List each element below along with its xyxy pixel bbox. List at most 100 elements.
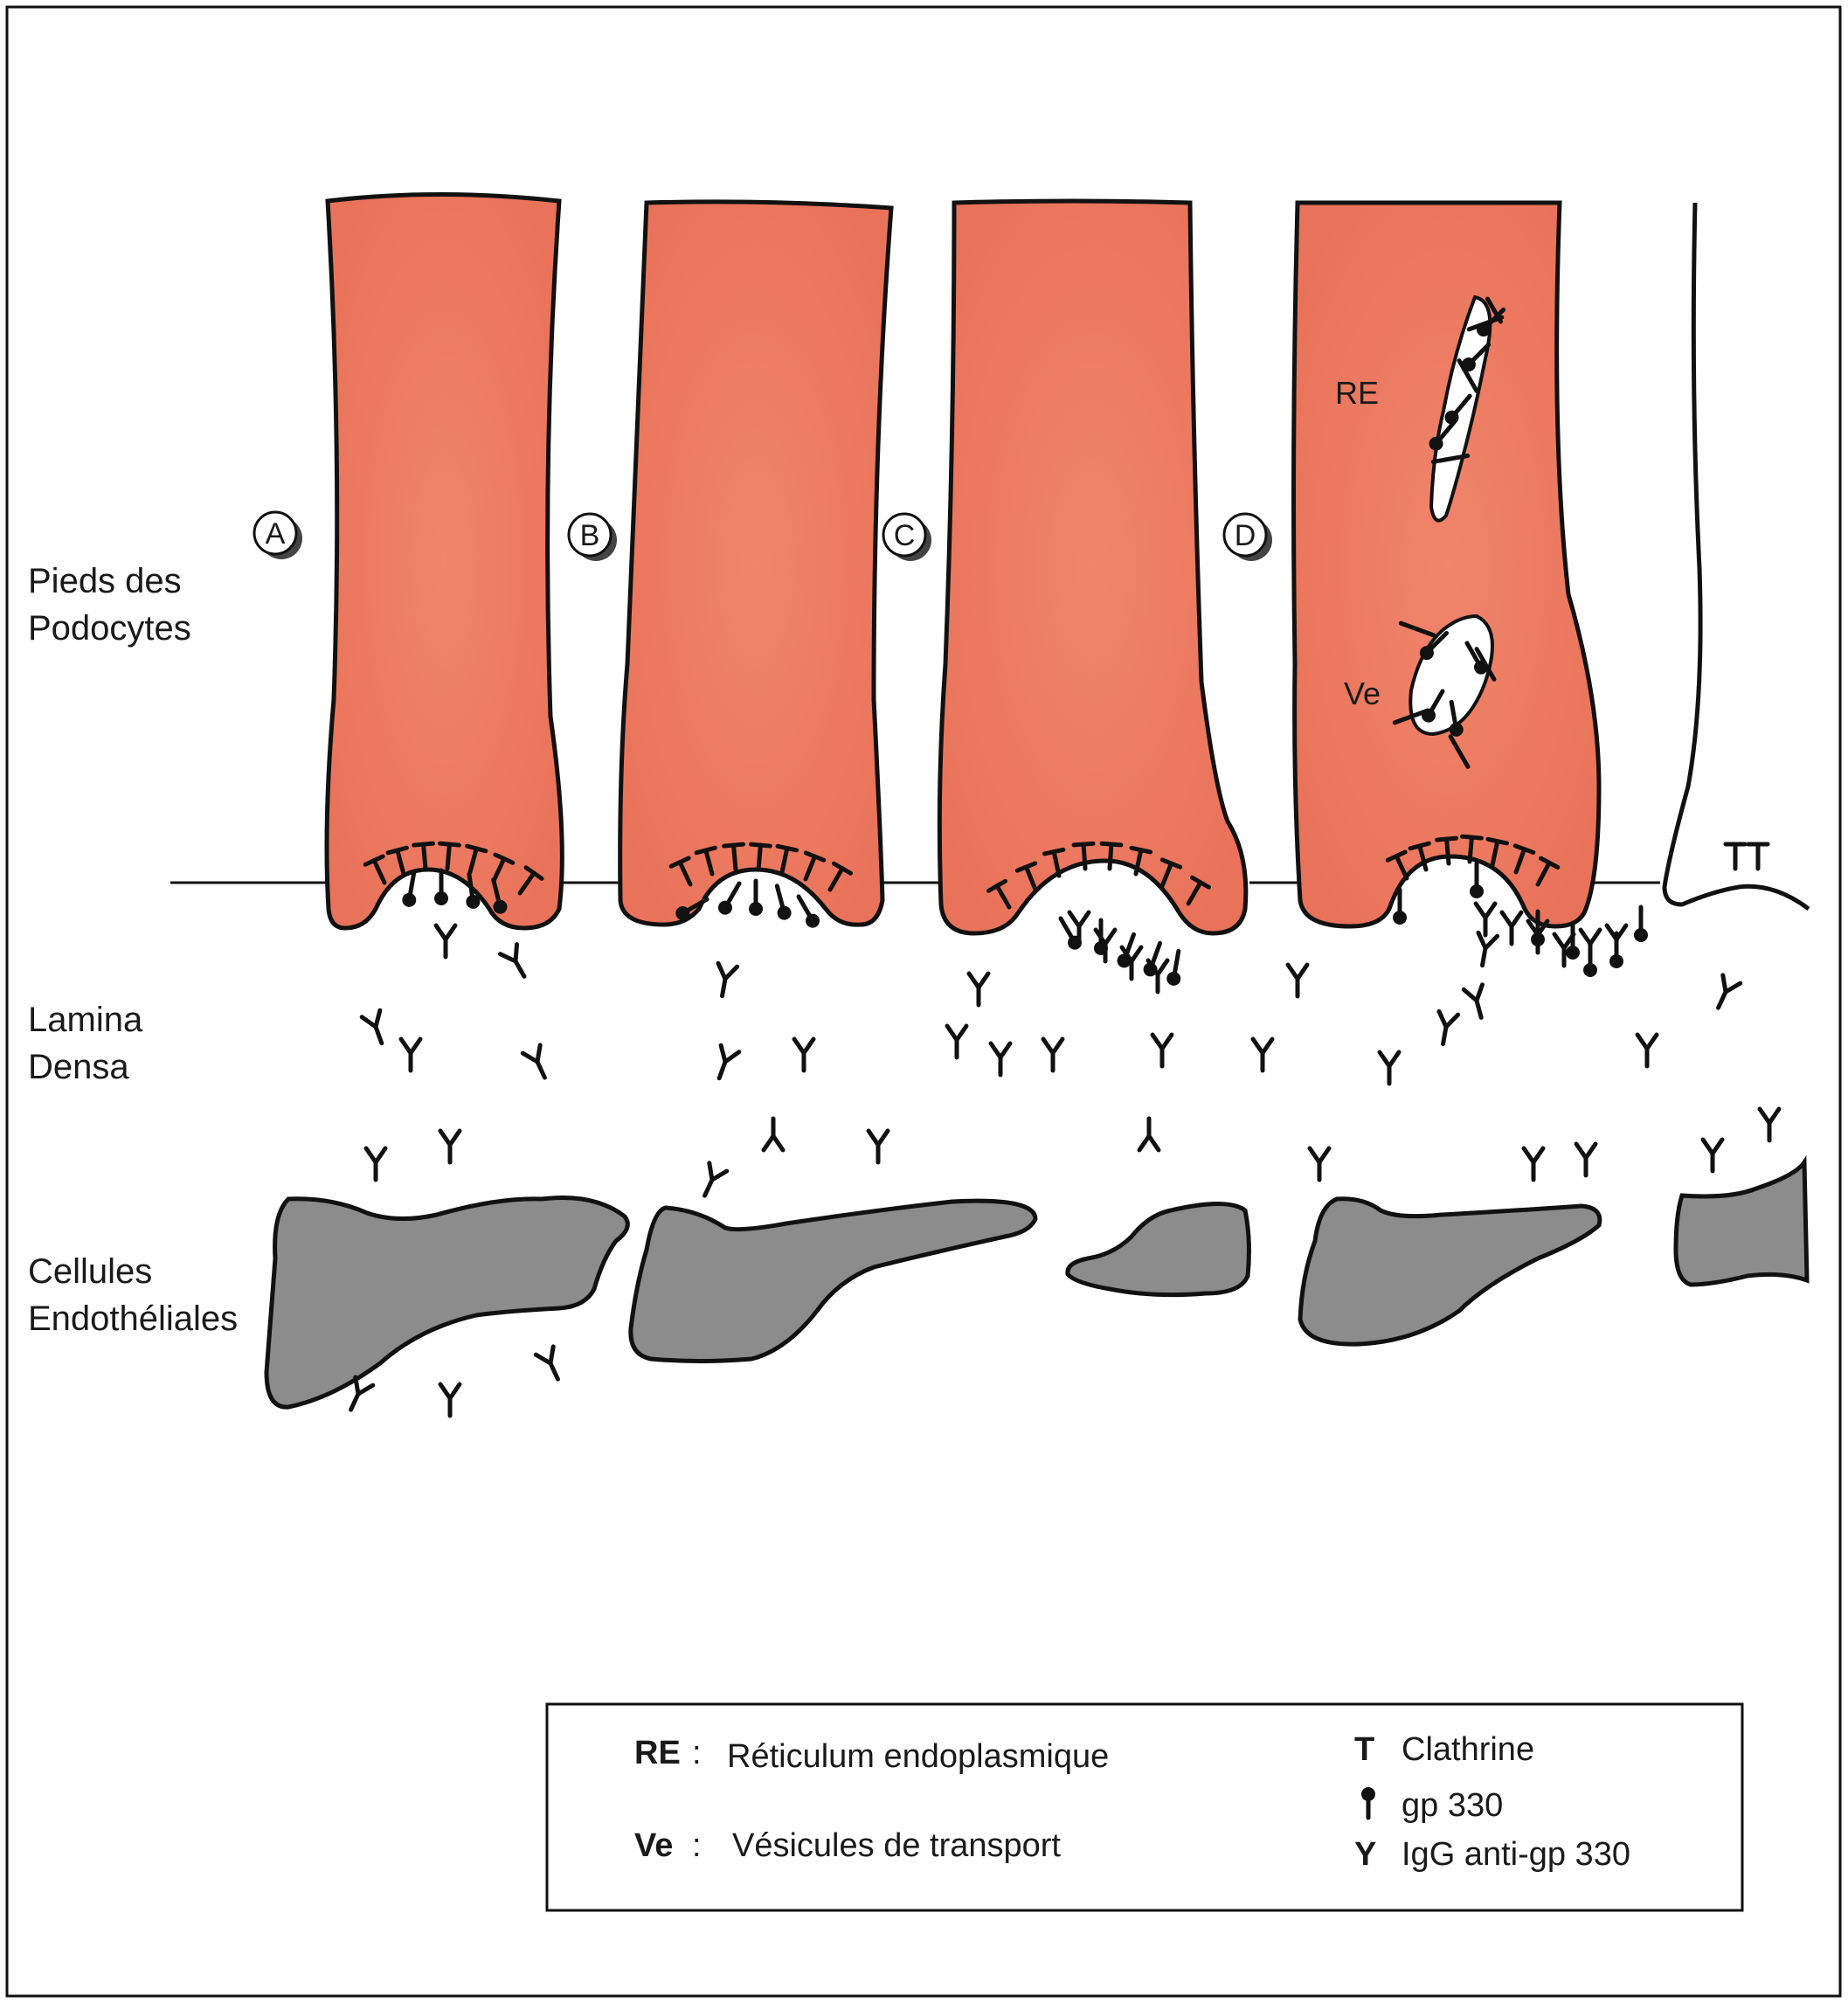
- podocyte-group: [324, 192, 1810, 936]
- clathrin-mark: [1408, 841, 1431, 872]
- gp330-mark: [434, 868, 448, 905]
- panel-letter-c: C: [894, 519, 916, 552]
- gp330-mark: [796, 894, 820, 928]
- endothelial-group: [264, 1155, 1810, 1410]
- igg-mark: [438, 1382, 462, 1418]
- membrane-tick: [1466, 315, 1505, 332]
- igg-mark: [988, 1041, 1013, 1078]
- panel-letter-b: B: [580, 519, 600, 552]
- igg-mark: [966, 971, 991, 1008]
- clathrin-mark: [1459, 834, 1484, 864]
- gp330-mark: [675, 897, 709, 920]
- igg-mark: [1307, 1146, 1332, 1182]
- gp330-mark: [749, 878, 763, 916]
- clathrin-mark: [465, 843, 488, 875]
- igg-mark: [1145, 958, 1170, 995]
- igg-mark: [1473, 901, 1498, 938]
- clathrin-mark: [722, 842, 746, 872]
- legend-ve-text: Vésicules de transport: [732, 1827, 1061, 1864]
- gp330-mark: [1166, 948, 1181, 986]
- legend-gp330-symbol: [1361, 1787, 1375, 1820]
- igg-mark: [398, 1036, 423, 1073]
- gp330-mark: [1634, 904, 1648, 942]
- clathrin-mark: [803, 850, 827, 882]
- label-ve: Ve: [1344, 676, 1381, 711]
- label-lamina-line1: Lamina: [28, 1001, 143, 1039]
- igg-mark: [1436, 1008, 1461, 1047]
- gp330-mark: [1470, 861, 1484, 898]
- clathrin-mark: [1129, 845, 1153, 877]
- clathrin-mark: [668, 856, 693, 887]
- igg-mark: [1285, 962, 1310, 999]
- membrane-tick: [1474, 647, 1497, 682]
- panel-label-a: A: [253, 510, 302, 559]
- clathrin-mark: [1435, 835, 1459, 866]
- igg-mark: [1041, 1036, 1065, 1073]
- igg-mark: [1093, 927, 1118, 964]
- igg-mark: [703, 1161, 730, 1198]
- igg-mark: [1476, 930, 1500, 968]
- label-endothelial-line2: Endothéliales: [28, 1300, 238, 1338]
- podocyte-foot-partial: [1662, 202, 1810, 911]
- gp330-mark: [774, 884, 792, 920]
- membrane-tick: [1392, 708, 1430, 725]
- clathrin-mark: [412, 841, 436, 871]
- clathrin-mark: [1042, 847, 1066, 878]
- igg-mark: [1604, 923, 1629, 960]
- legend-re-sep: :: [692, 1735, 702, 1771]
- membrane-tick: [1457, 358, 1479, 393]
- clathrin-mark: [1071, 841, 1096, 871]
- igg-mark: [1250, 1036, 1275, 1073]
- endothelial-cell-1: [264, 1196, 630, 1410]
- clathrin-mark: [775, 843, 799, 875]
- clathrin-mark: [1186, 875, 1212, 906]
- clathrin-mark: [986, 878, 1012, 910]
- clathrin-mark: [1159, 857, 1183, 889]
- legend-re-abbr: RE: [634, 1735, 681, 1771]
- gp330-mark: [1143, 940, 1163, 977]
- clathrin-mark: [363, 854, 387, 885]
- clathrin-mark: [1512, 843, 1536, 875]
- membrane-tick: [1398, 620, 1436, 638]
- legend-clathrin-symbol: T: [1354, 1731, 1374, 1768]
- igg-mark: [1067, 910, 1091, 946]
- legend-gp330-text: gp 330: [1402, 1787, 1503, 1824]
- panel-letter-a: A: [266, 517, 286, 551]
- legend-igg-text: IgG anti-gp 330: [1402, 1836, 1630, 1873]
- igg-mark: [792, 1036, 816, 1073]
- igg-mark: [359, 1008, 384, 1046]
- panel-label-b: B: [567, 512, 617, 561]
- figure-frame: [5, 5, 1842, 1998]
- igg-mark: [866, 1128, 890, 1165]
- label-lamina-line2: Densa: [28, 1048, 129, 1086]
- igg-mark: [1574, 1141, 1598, 1178]
- membrane-tick: [1448, 734, 1471, 769]
- igg-mark: [945, 1023, 969, 1060]
- podocyte-foot-b: [618, 199, 894, 927]
- clathrin-mark: [748, 842, 772, 872]
- igg-mark: [520, 1043, 547, 1080]
- gp330-mark: [402, 870, 417, 907]
- legend-re-text: Réticulum endoplasmique: [727, 1738, 1109, 1775]
- igg-mark: [1461, 982, 1485, 1020]
- label-endothelial-line1: Cellules: [28, 1252, 152, 1291]
- gp330-mark: [718, 881, 742, 915]
- gp330-mark: [1429, 419, 1457, 451]
- legend-ve-sep: :: [692, 1827, 702, 1864]
- igg-mark: [1521, 1146, 1546, 1182]
- label-podocytes-line1: Pieds des: [28, 562, 182, 600]
- igg-mark: [716, 960, 740, 999]
- label-re: RE: [1335, 375, 1379, 411]
- gp330-mark: [1419, 630, 1450, 661]
- igg-mark: [433, 923, 458, 960]
- igg-mark: [1757, 1106, 1782, 1143]
- membrane-tick: [1430, 454, 1471, 464]
- igg-mark: [1137, 1116, 1161, 1153]
- igg-mark: [1578, 927, 1602, 964]
- podocyte-foot-a: [324, 192, 564, 931]
- igg-mark: [1119, 945, 1144, 981]
- gp330-mark: [466, 871, 481, 909]
- podocyte-foot-d: [1291, 200, 1602, 929]
- igg-mark: [1716, 973, 1743, 1010]
